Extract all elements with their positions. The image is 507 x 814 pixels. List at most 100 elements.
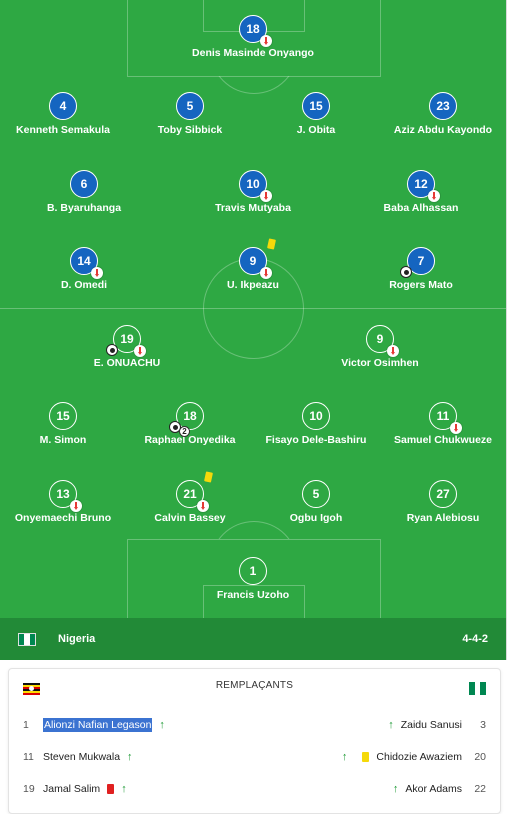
substitute-name[interactable]: Akor Adams: [405, 783, 462, 795]
substitution-out-icon: [387, 345, 399, 357]
player-name: E. ONUACHU: [93, 357, 161, 369]
player-badge-wrap: 10: [239, 170, 272, 202]
substitute-name[interactable]: Jamal Salim: [43, 783, 101, 795]
player-token[interactable]: 6 B. Byaruhanga: [19, 170, 149, 214]
substitute-number: 22: [474, 783, 486, 795]
player-name: Raphael Onyedika: [144, 434, 236, 446]
player-name: Denis Masinde Onyango: [192, 47, 314, 59]
player-name: Baba Alhassan: [383, 202, 459, 214]
substitution-out-icon: [428, 190, 440, 202]
player-name: Rogers Mato: [389, 279, 453, 291]
player-name: Victor Osimhen: [341, 357, 419, 369]
player-token[interactable]: 15 M. Simon: [0, 402, 128, 446]
goal-count-badge: 2: [179, 426, 190, 437]
player-badge-wrap: 7: [400, 247, 435, 278]
player-name: Aziz Abdu Kayondo: [393, 124, 493, 136]
player-number-badge: 1: [239, 557, 267, 585]
substitute-number: 19: [23, 783, 35, 795]
substitutes-title: REMPLAÇANTS: [215, 680, 294, 691]
player-name: J. Obita: [296, 124, 336, 136]
nigeria-flag-icon: [469, 682, 487, 695]
uganda-flag-icon: [23, 683, 40, 695]
substitution-in-icon: ↑: [388, 719, 394, 731]
bottom-goal-area: [203, 585, 305, 618]
substitutes-row: 19 Jamal Salim ↑↑ Akor Adams 22: [9, 780, 500, 798]
player-name: Toby Sibbick: [157, 124, 223, 136]
player-name: Ryan Alebiosu: [406, 512, 480, 524]
substitute-number: 3: [480, 719, 486, 731]
player-number-badge: 5: [302, 480, 330, 508]
player-badge-wrap: 6: [70, 170, 98, 198]
red-card-icon: [107, 784, 115, 794]
substitution-in-icon: ↑: [121, 783, 127, 795]
substitution-out-icon: [260, 267, 272, 279]
substitute-name[interactable]: Alionzi Nafian Legason: [43, 718, 153, 732]
player-badge-wrap: 23: [429, 92, 457, 120]
player-badge-wrap: 15: [49, 402, 77, 430]
player-badge-wrap: 5: [302, 480, 330, 508]
substitute-number: 20: [474, 751, 486, 763]
player-name: U. Ikpeazu: [227, 279, 279, 291]
home-substitute[interactable]: 19 Jamal Salim ↑: [23, 780, 134, 798]
player-badge-wrap: 21: [176, 471, 213, 512]
player-name: Onyemaechi Bruno: [14, 512, 112, 524]
substitute-name[interactable]: Zaidu Sanusi: [400, 719, 462, 731]
player-badge-wrap: 11: [429, 402, 462, 434]
substitution-out-icon: [450, 422, 462, 434]
player-name: Kenneth Semakula: [16, 124, 110, 136]
substitute-name[interactable]: Steven Mukwala: [43, 751, 121, 763]
player-badge-wrap: 13: [49, 480, 82, 512]
yellow-card-icon: [204, 471, 213, 483]
player-badge-wrap: 10: [302, 402, 330, 430]
substitute-name[interactable]: Chidozie Awaziem: [376, 751, 462, 763]
player-number-badge: 10: [302, 402, 330, 430]
substitution-out-icon: [70, 500, 82, 512]
player-number-badge: 4: [49, 92, 77, 120]
substitution-out-icon: [260, 190, 272, 202]
away-substitute[interactable]: ↑ Zaidu Sanusi 3: [381, 716, 486, 734]
player-name: Francis Uzoho: [216, 589, 290, 601]
player-name: M. Simon: [39, 434, 87, 446]
team-bar: Nigeria 4-4-2: [0, 618, 507, 660]
player-badge-wrap: 14: [70, 247, 103, 279]
player-name: Fisayo Dele-Bashiru: [265, 434, 367, 446]
player-badge-wrap: 18: [239, 15, 272, 47]
player-name: Ogbu Igoh: [289, 512, 343, 524]
player-badge-wrap: 19: [106, 325, 146, 357]
yellow-card-icon: [267, 238, 276, 250]
player-number-badge: 18: [239, 15, 267, 43]
substitution-out-icon: [260, 35, 272, 47]
player-name: B. Byaruhanga: [46, 202, 122, 214]
substitute-number: 11: [23, 751, 34, 763]
nigeria-flag-icon: [18, 632, 36, 646]
player-number-badge: 15: [49, 402, 77, 430]
player-number-badge: 5: [176, 92, 204, 120]
